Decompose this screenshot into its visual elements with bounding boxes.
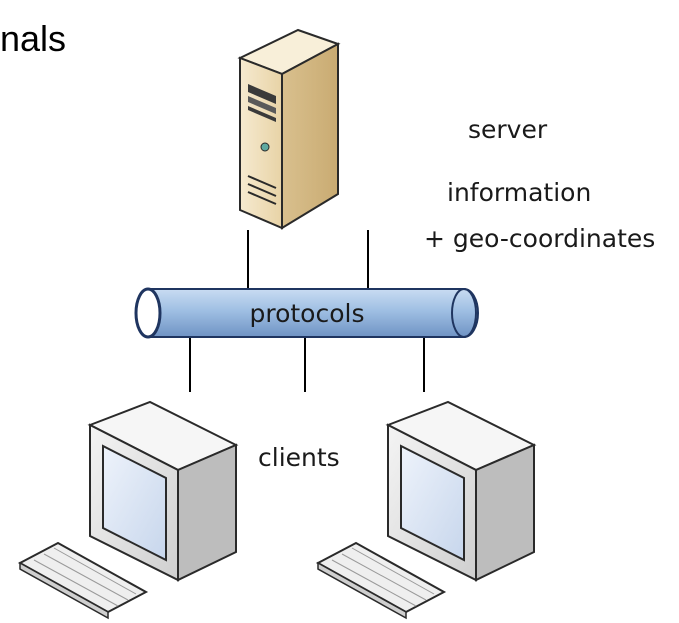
clients-label: clients: [258, 443, 340, 472]
server-label: server: [468, 115, 548, 144]
heading-fragment: nals: [0, 18, 67, 59]
keyboard-icon: [17, 541, 149, 620]
protocols-label: protocols: [249, 299, 364, 328]
keyboard-icon: [315, 541, 447, 620]
protocols-pipe: [134, 287, 479, 339]
information-label-line1: information: [447, 178, 592, 207]
client-computer-icon: [87, 400, 239, 582]
client-computer-icon: [385, 400, 537, 582]
server-tower-icon: [237, 28, 341, 230]
information-label-line2: + geo-coordinates: [424, 224, 656, 253]
